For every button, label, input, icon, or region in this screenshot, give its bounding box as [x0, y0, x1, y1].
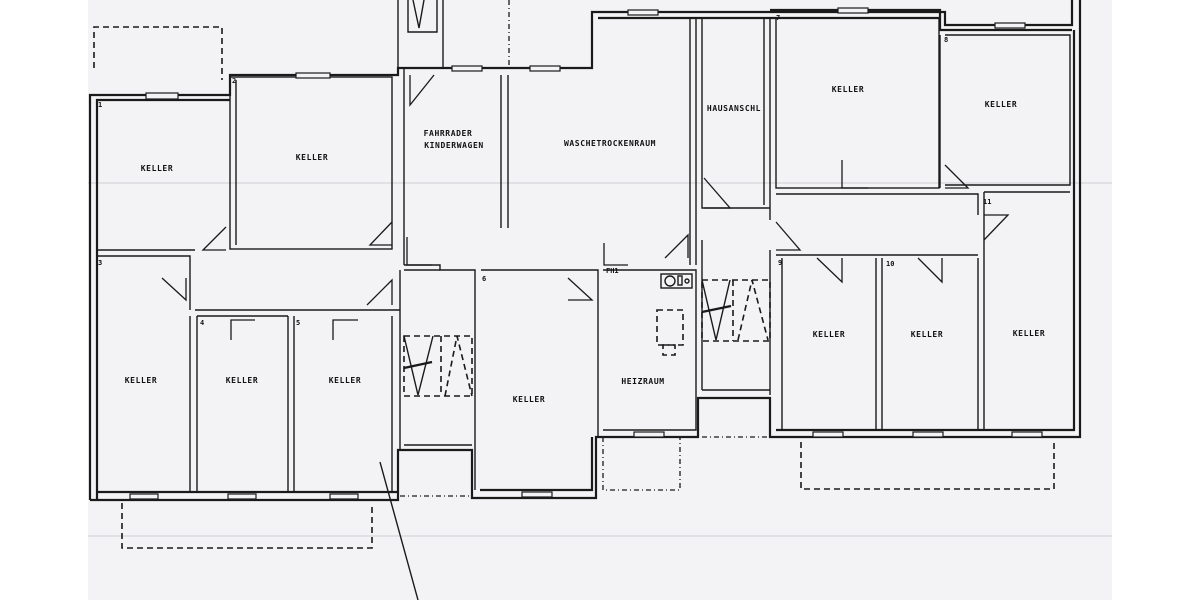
boiler-equipment: [656, 273, 693, 356]
room-label-bike-storage-line1: FAHRRADER: [424, 129, 473, 138]
dashed-outlines: [93, 0, 1055, 549]
door-swings: [161, 74, 1010, 340]
room-label-1: KELLER: [141, 164, 174, 173]
room-number-2: 2: [232, 77, 236, 85]
paper-crease: [88, 535, 1112, 537]
room-numbers: 1 2 3 4 5 6 7 8 9 10 11: [98, 14, 991, 327]
room-number-7: 7: [776, 14, 780, 22]
room-label-10: KELLER: [911, 330, 944, 339]
room-number-1: 1: [98, 101, 102, 109]
windows: [129, 7, 1043, 500]
room-label-6: KELLER: [513, 395, 546, 404]
room-number-10: 10: [886, 260, 894, 268]
room-label-utility: HAUSANSCHL: [707, 104, 761, 113]
room-number-3: 3: [98, 259, 102, 267]
stairs: [403, 0, 771, 397]
interior-walls: [97, 0, 1071, 492]
room-number-9: 9: [778, 259, 782, 267]
room-label-laundry: WASCHETROCKENRAUM: [564, 139, 656, 148]
room-label-7: KELLER: [832, 85, 865, 94]
room-number-8: 8: [944, 36, 948, 44]
paper-crease: [88, 182, 1112, 184]
room-label-3: KELLER: [125, 376, 158, 385]
leader-line: [379, 461, 419, 600]
room-label-4: KELLER: [226, 376, 259, 385]
room-label-8: KELLER: [985, 100, 1018, 109]
room-labels: KELLER KELLER KELLER KELLER KELLER KELLE…: [125, 85, 1046, 404]
room-label-heating: HEIZRAUM: [621, 377, 664, 386]
room-number-4: 4: [200, 319, 204, 327]
outer-walls: [88, 0, 1082, 502]
room-label-5: KELLER: [329, 376, 362, 385]
room-label-2: KELLER: [296, 153, 329, 162]
room-number-11: 11: [983, 198, 991, 206]
room-label-bike-storage-line2: KINDERWAGEN: [424, 141, 484, 150]
room-number-6: 6: [482, 275, 486, 283]
room-number-5: 5: [296, 319, 300, 327]
heating-tag: FH1: [606, 267, 619, 275]
room-label-11: KELLER: [1013, 329, 1046, 338]
room-label-9: KELLER: [813, 330, 846, 339]
